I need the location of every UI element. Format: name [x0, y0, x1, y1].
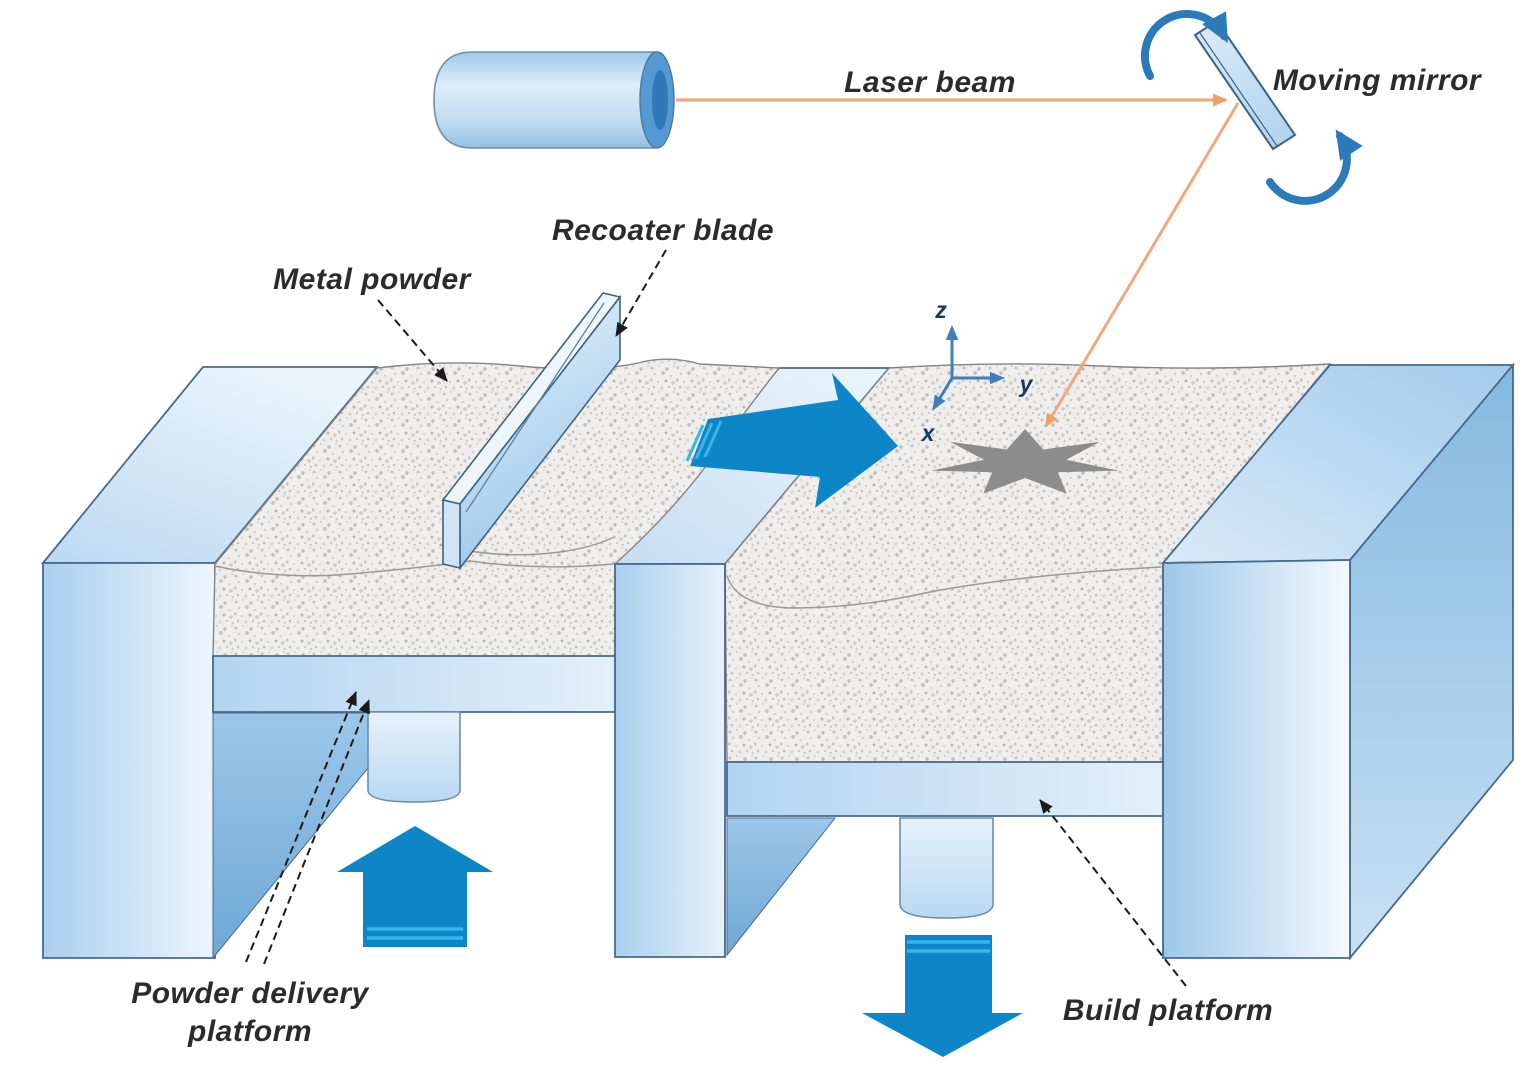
- right-wall-block: [1161, 362, 1515, 961]
- delivery-platform-up-arrow: [337, 826, 493, 947]
- recoat-arrow-stripe: [685, 424, 705, 462]
- delivery-chamber-inner-wall: [212, 712, 369, 960]
- metal-powder-label: Metal powder: [273, 263, 473, 296]
- coordinate-axes: [932, 325, 1005, 411]
- down-arrow-shape: [862, 935, 1023, 1057]
- powder-front-wave-left: [214, 560, 614, 577]
- melted-part-star: [931, 429, 1119, 494]
- moving-mirror-label: Moving mirror: [1273, 64, 1483, 97]
- x-axis: [932, 377, 954, 411]
- laser-source: [433, 51, 675, 149]
- recoater-blade: [441, 292, 622, 571]
- powder-delivery-platform-label-line1: Powder delivery: [131, 977, 369, 1010]
- moving-mirror: [1140, 10, 1363, 205]
- up-arrow-shape: [337, 826, 493, 947]
- powder-delivery-chamber: [212, 655, 616, 960]
- build-chamber-inner-wall: [726, 817, 837, 957]
- mirror-inner-line: [1199, 32, 1278, 147]
- powder-delivery-platform-label-line2: platform: [187, 1015, 312, 1048]
- laser-beam-label: Laser beam: [844, 66, 1016, 99]
- delivery-piston: [367, 711, 461, 803]
- recoat-arrow-stripe: [703, 420, 723, 458]
- left-wall-front-face: [42, 562, 216, 959]
- metal-powder-leader: [377, 299, 448, 382]
- laser-body: [433, 51, 656, 149]
- build-platform-label: Build platform: [1063, 994, 1273, 1027]
- recoater-blade-label: Recoater blade: [552, 214, 774, 247]
- recoater-blade-leader: [615, 249, 667, 337]
- powder-front-wave-build: [726, 566, 1162, 609]
- powder-delivery-platform-slab: [212, 655, 616, 713]
- build-platform-slab: [726, 761, 1164, 817]
- powder-delivery-leader-1: [245, 691, 357, 963]
- build-platform-down-arrow: [862, 935, 1023, 1057]
- x-axis-label: x: [920, 420, 936, 446]
- divider-wall-front-face: [614, 563, 726, 958]
- build-platform-leader: [1039, 799, 1187, 987]
- build-chamber: [726, 761, 1164, 957]
- powder-delivery-leader-2: [263, 699, 370, 965]
- y-axis-label: y: [1019, 371, 1034, 397]
- recoat-direction-arrow: [685, 373, 898, 508]
- mirror-rotation-arrow-top: [1140, 10, 1228, 80]
- metal-powder-build-bed: [724, 363, 1332, 763]
- recoater-blade-edge-line: [465, 302, 605, 513]
- recoater-blade-end-face: [442, 498, 461, 570]
- build-piston: [899, 817, 994, 919]
- left-wall-block: [41, 366, 379, 959]
- laser-beam-reflected: [1044, 102, 1240, 428]
- laser-aperture-core: [652, 70, 668, 130]
- mirror-rotation-arrow-bottom: [1266, 129, 1363, 205]
- recoat-arrow-shape: [690, 373, 898, 508]
- recoat-arrow-stripe: [694, 422, 714, 460]
- z-axis-label: z: [934, 297, 947, 323]
- right-wall-front-face: [1162, 559, 1351, 959]
